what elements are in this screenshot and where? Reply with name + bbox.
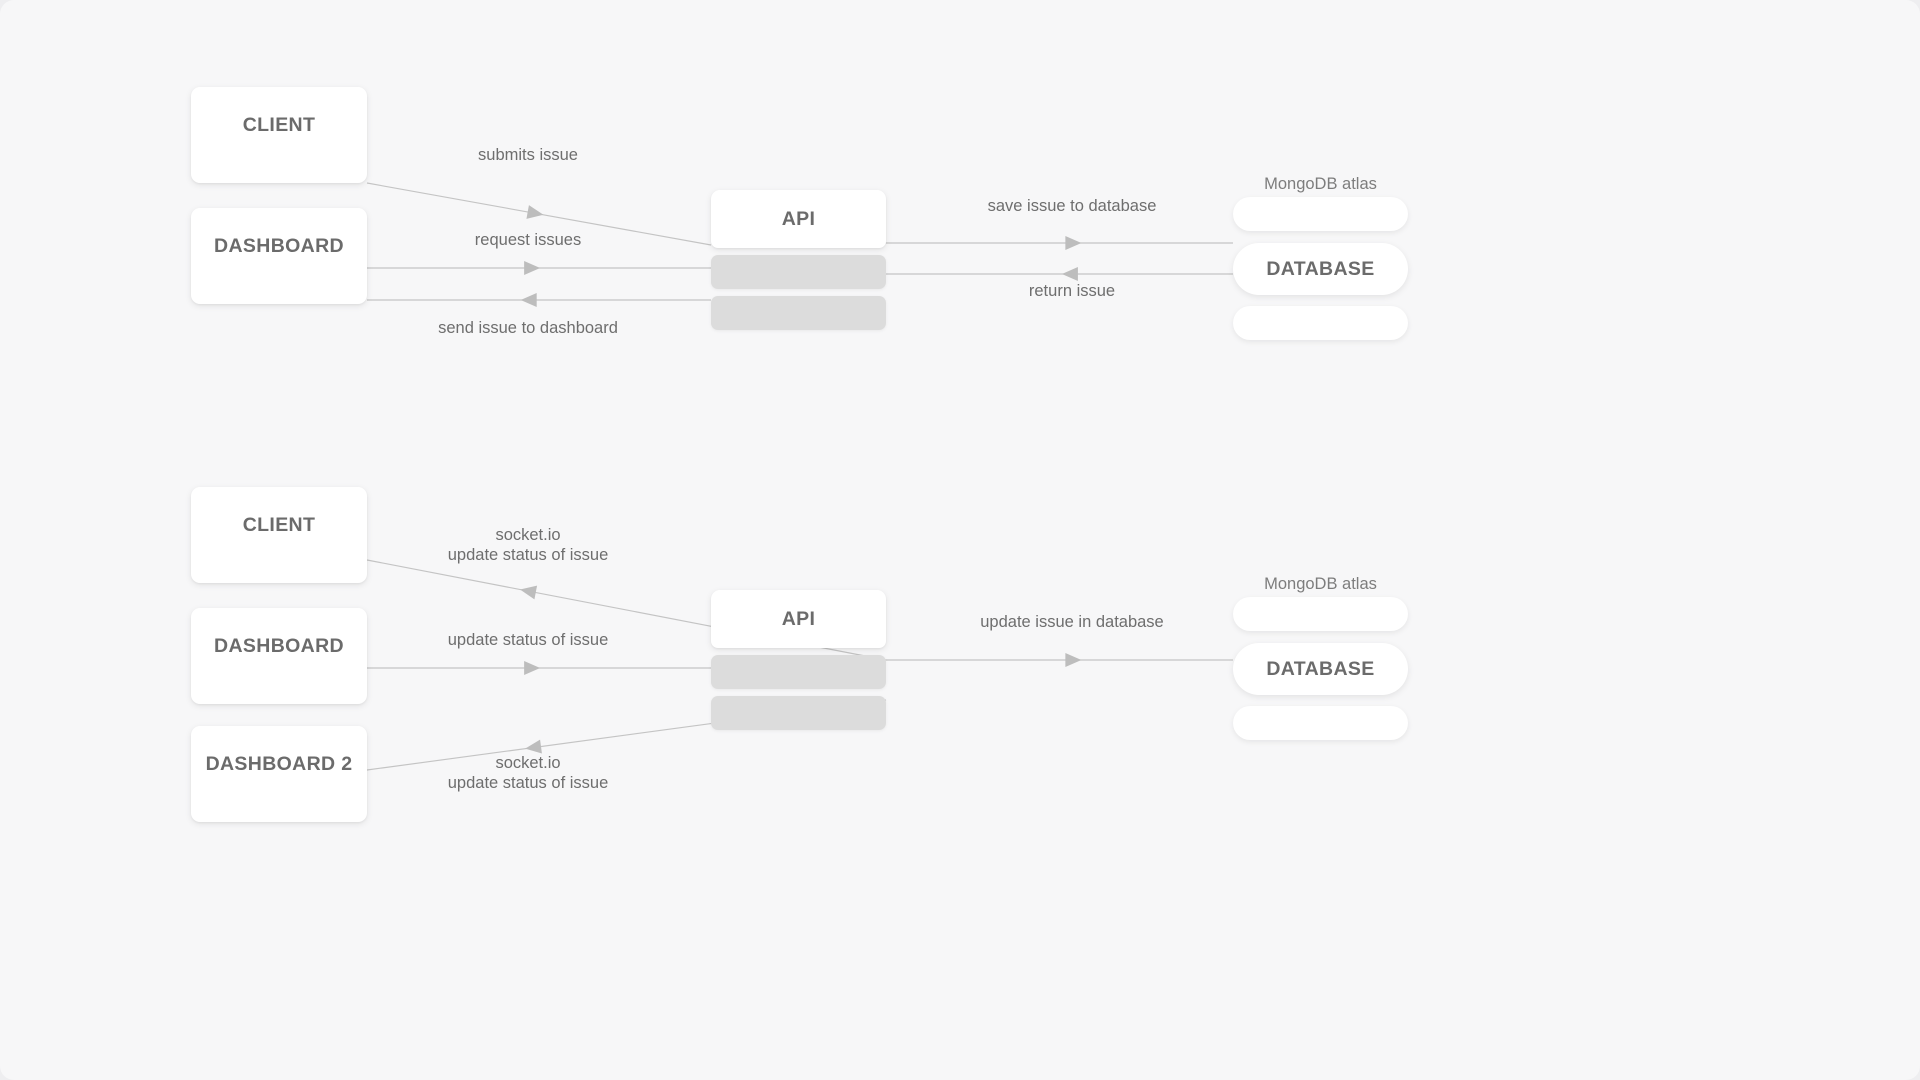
api-service-bar-2[interactable] [711, 296, 886, 330]
node-label-dashboard2: DASHBOARD 2 [205, 753, 353, 775]
node-label-api: API [781, 208, 816, 230]
node-client-update-issue-flow[interactable]: CLIENT [191, 487, 367, 583]
edge-label-line: update status of issue [447, 774, 609, 793]
api-service-bar-1[interactable] [711, 655, 886, 689]
node-api-update-issue-flow[interactable]: API [711, 590, 886, 648]
arrowhead-icon [1065, 653, 1082, 667]
node-client-create-issue-flow[interactable]: CLIENT [191, 87, 367, 183]
edge-label-api-send-issue-to-dashboard: send issue to dashboard [438, 318, 618, 338]
connector-dashboard-update-status-of-issue [367, 661, 711, 675]
arrowhead-icon [1065, 236, 1082, 250]
database-cap-bottom [1233, 706, 1408, 740]
edge-label-line: send issue to dashboard [438, 319, 618, 337]
node-label-dashboard: DASHBOARD [214, 635, 344, 657]
edge-label-dashboard-update-status-of-issue: update status of issue [448, 630, 609, 650]
edge-label-line: socket.io [495, 754, 561, 772]
node-label-client: CLIENT [242, 114, 316, 136]
edge-label-line: update issue in database [980, 613, 1164, 631]
node-label-api: API [781, 608, 816, 630]
database-provider-label: MongoDB atlas [1264, 175, 1377, 193]
node-dashboard2-update-issue-flow[interactable]: DASHBOARD 2 [191, 726, 367, 822]
node-dashboard-update-issue-flow[interactable]: DASHBOARD [191, 608, 367, 704]
node-api-create-issue-flow[interactable]: API [711, 190, 886, 248]
connector-api-update-issue-in-database [886, 653, 1233, 667]
node-label-client: CLIENT [242, 514, 316, 536]
connector-dashboard-request-issues [367, 261, 711, 275]
connector-api-send-issue-to-dashboard [367, 293, 711, 307]
edge-label-line: return issue [1028, 282, 1116, 300]
node-label-database: DATABASE [1266, 258, 1375, 280]
arrowhead-icon [524, 661, 541, 675]
edge-label-api-socketio-to-dashboard2: socket.io update status of issue [448, 753, 609, 793]
arrowhead-icon [1061, 267, 1078, 281]
node-label-dashboard: DASHBOARD [214, 235, 344, 257]
api-service-bar-1[interactable] [711, 255, 886, 289]
node-database-create-issue-flow[interactable]: DATABASE [1233, 243, 1408, 295]
edge-label-dashboard-request-issues: request issues [475, 230, 581, 250]
edge-label-line: socket.io [495, 526, 561, 544]
node-database-update-issue-flow[interactable]: DATABASE [1233, 643, 1408, 695]
arrowhead-icon [526, 205, 544, 219]
arrowhead-icon [524, 261, 541, 275]
database-cap-top [1233, 597, 1408, 631]
edge-label-line: update status of issue [447, 546, 609, 565]
edge-label-api-update-issue-in-database: update issue in database [980, 612, 1163, 632]
api-service-bar-2[interactable] [711, 696, 886, 730]
edge-label-line: submits issue [478, 146, 578, 164]
edge-label-api-save-issue-to-database: save issue to database [988, 196, 1157, 216]
edge-label-client-submits-issue: submits issue [478, 145, 578, 165]
edge-label-line: save issue to database [987, 197, 1157, 215]
node-dashboard-create-issue-flow[interactable]: DASHBOARD [191, 208, 367, 304]
arrowhead-icon [520, 293, 537, 307]
database-cap-top [1233, 197, 1408, 231]
edge-label-line: update status of issue [447, 631, 609, 649]
arrowhead-icon [520, 585, 538, 600]
node-label-database: DATABASE [1266, 658, 1375, 680]
edge-label-line: request issues [474, 231, 582, 249]
edge-label-database-return-issue: return issue [1029, 281, 1115, 301]
edge-label-api-socketio-to-client: socket.io update status of issue [448, 525, 609, 565]
connector-database-return-issue [886, 267, 1233, 281]
connector-api-save-issue-to-database [886, 236, 1233, 250]
database-cap-bottom [1233, 306, 1408, 340]
database-provider-label: MongoDB atlas [1264, 575, 1377, 593]
